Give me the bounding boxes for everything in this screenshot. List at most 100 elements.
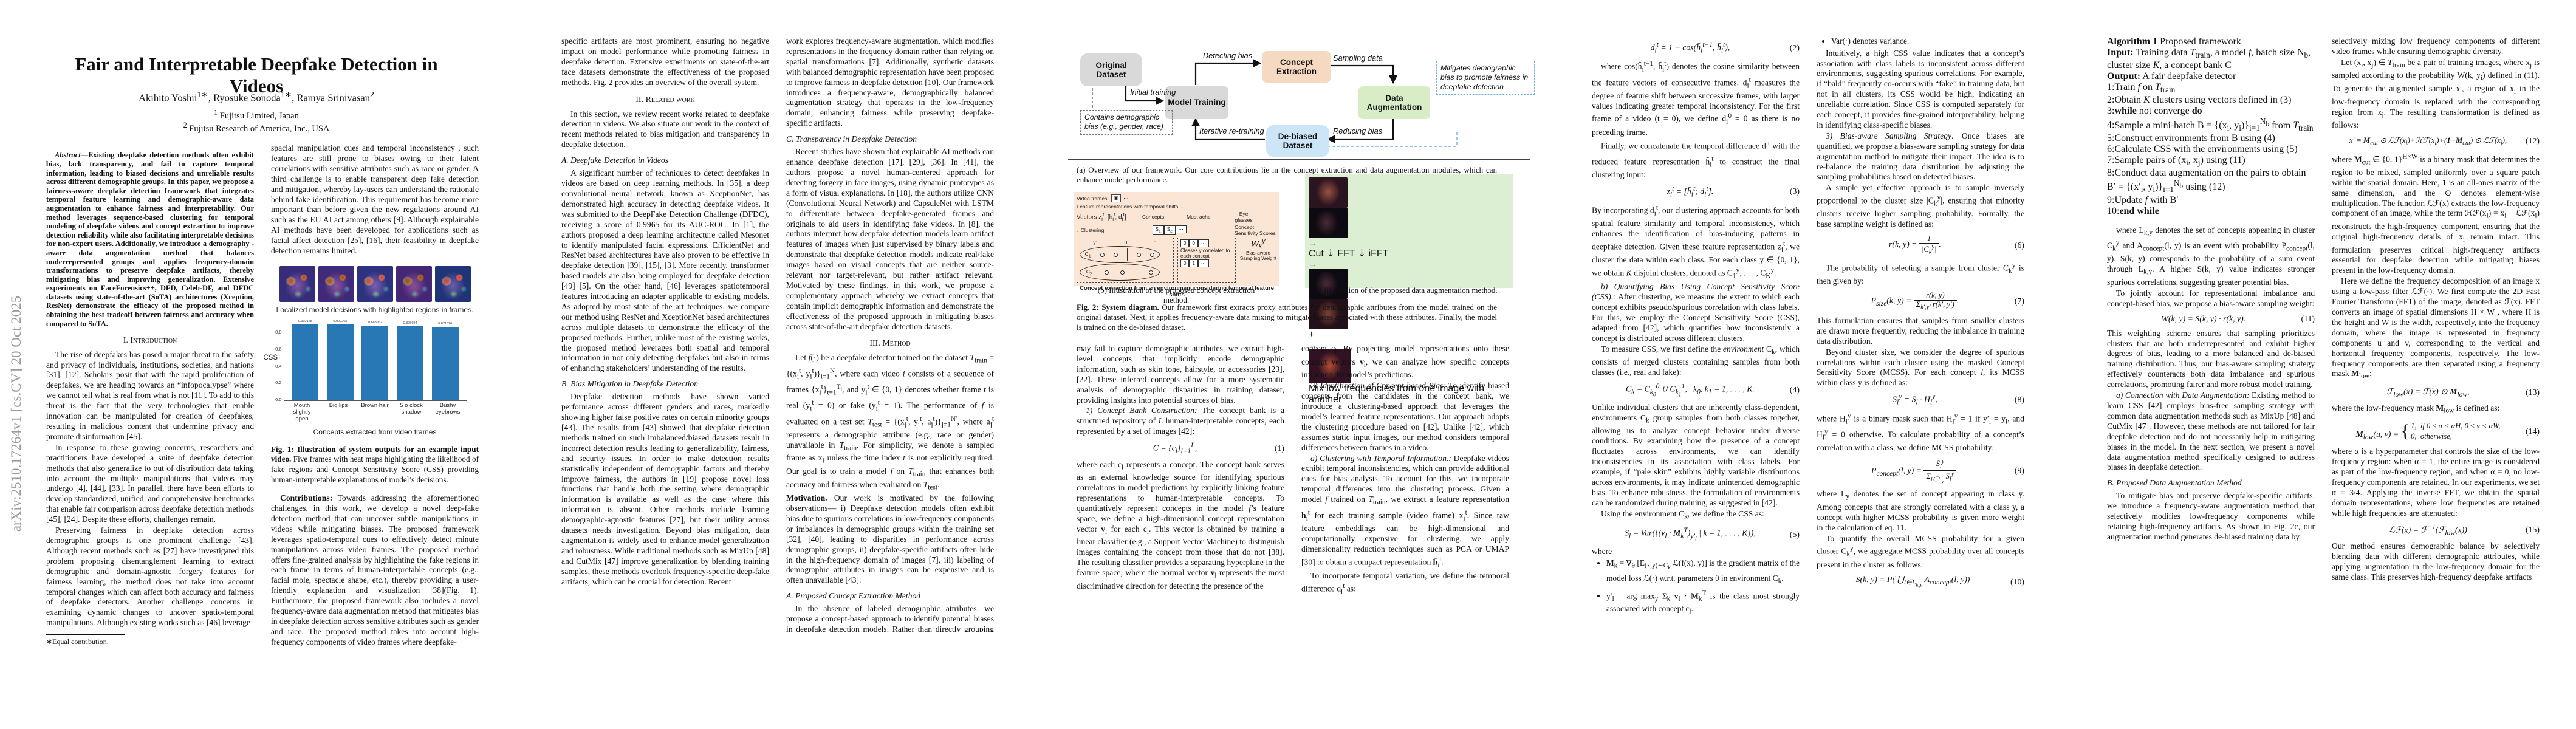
- definition-list: Var(·) denotes variance.: [1823, 36, 2024, 47]
- equation-number: (7): [2014, 296, 2024, 306]
- note-mitigates-bias: Mitigates demographic bias to promote fa…: [1436, 61, 1535, 95]
- figure2b-inner-caption: Concept extraction from an environment c…: [1080, 285, 1274, 298]
- page5-column-2: selectively mixing low frequency compone…: [2332, 36, 2540, 635]
- bullet-item: Var(·) denotes variance.: [1831, 36, 2024, 47]
- equation-formula: C = {cl}l=1L,: [1153, 442, 1197, 455]
- step-text: Update f with B′: [2114, 194, 2179, 205]
- equation-number: (13): [2526, 388, 2540, 397]
- figure2a-flow-diagram: Original Dataset Model Training Concept …: [1068, 34, 1535, 157]
- class-cell: 0: [1180, 239, 1190, 247]
- paragraph: By incorporating dit, our clustering app…: [1592, 204, 1800, 280]
- numerator: Sly: [1936, 457, 1945, 470]
- step-number: 7:: [2107, 154, 2115, 165]
- paragraph: This weighting scheme ensures that sampl…: [2107, 328, 2315, 389]
- right-arrow-icon: →: [1309, 238, 1317, 247]
- algorithm-step: 10:end while: [2107, 206, 2315, 217]
- algorithm-input: Input: Training data Ttrain, a model f, …: [2107, 47, 2311, 71]
- bar-cell: 0.883962: [361, 320, 389, 400]
- equation-1: C = {cl}l=1L,(1): [1077, 442, 1284, 454]
- down-arrow-icon: ⇣: [1357, 248, 1366, 259]
- arrow-label-detecting-bias: Detecting bias: [1203, 51, 1253, 60]
- page-3: Original Dataset Model Training Concept …: [1030, 0, 1546, 729]
- paragraph: 2) Identification of Concept-based Bias:…: [1301, 381, 1509, 452]
- algorithm-step: 4:Sample a mini-batch B = {(xi, yi)}i=1N…: [2107, 117, 2315, 133]
- affiliation-1: 1 Fujitsu Limited, Japan: [214, 108, 299, 121]
- equation-lhs: Mlow(u, v) =: [2355, 430, 2399, 442]
- page-5: Algorithm 1 Proposed framework Input: Tr…: [2061, 0, 2576, 729]
- x-tick-label: 5 o clock shadow: [400, 402, 423, 416]
- figure2a-caption: (a) Overview of our framework. Our core …: [1077, 165, 1497, 185]
- equation-number: (6): [2014, 240, 2024, 250]
- step-number: 4:: [2107, 120, 2115, 131]
- figure2c-panel: → Cut ⇣ FFT ⇣ iFFT → + → Mix low frequen…: [1305, 174, 1513, 405]
- weight-symbol: Wky: [1251, 238, 1266, 250]
- paragraph: where: [1592, 546, 1612, 556]
- step-number: 1:: [2107, 82, 2115, 93]
- video-frame-image: [1309, 177, 1348, 208]
- fft-frame-image: [1309, 299, 1348, 329]
- fraction: 1|Cky|: [1919, 234, 1939, 256]
- page1-column-2: spacial manipulation cues and temporal i…: [264, 143, 479, 648]
- x-tick-label: Big lips: [329, 402, 348, 409]
- paragraph: Intuitively, a high CSS value indicates …: [1817, 48, 2024, 129]
- fraction: r(k, y)Σk′,y′ r(k′, y′): [1913, 291, 1957, 311]
- equation-10: S(k, y) = P( ⋃l∈Lk,y Aconcept(l, y))(10): [1817, 575, 2024, 588]
- paragraph: Using the environment Ck, we define the …: [1601, 508, 1764, 521]
- figure2c-inner-caption: Mix low frequencies from one image with …: [1309, 383, 1485, 405]
- equation-formula: Sl = Var({(vl · MkT)y′l | k = 1, . . . ,…: [1625, 527, 1756, 542]
- page-4: dit = 1 − cos(h̄it−1, h̄it),(2) where co…: [1546, 0, 2061, 729]
- class-cell: ⋯: [1197, 259, 1209, 267]
- equation-4: Ck = Ck00 ∪ Ck11, k0, k1 = 1, . . . , K.…: [1592, 383, 1800, 398]
- y-tick: 0.2: [275, 380, 282, 386]
- step-number: 6:: [2107, 143, 2115, 154]
- subsection-heading: B. Proposed Data Augmentation Method: [2107, 478, 2242, 488]
- page4-column-1: dit = 1 − cos(h̄it−1, h̄it),(2) where co…: [1592, 36, 1800, 635]
- sample-dot: [1149, 270, 1154, 275]
- equation-8: Sly = Sl · Hly,(8): [1817, 393, 2024, 406]
- page2-column-2: work explores frequency-aware augmentati…: [786, 36, 994, 632]
- paragraph: The probability of selecting a sample fr…: [1817, 262, 2024, 286]
- css-scores-label: Concept Sensitivity Scores: [1234, 224, 1276, 236]
- equation-formula: W(k, y) = S(k, y) · r(k, y).: [2161, 313, 2246, 323]
- algorithm-step: 5:Construct environments from B using (4…: [2107, 133, 2315, 144]
- css-bar: 0.900265: [326, 320, 354, 400]
- page3-column-1: may fail to capture demographic attribut…: [1077, 344, 1284, 629]
- paragraph: Beyond cluster size, we consider the deg…: [1817, 347, 2024, 388]
- x-tick-label: Mouth slightly open: [293, 402, 311, 422]
- equation-number: (14): [2526, 426, 2540, 436]
- page5-column-1: Algorithm 1 Proposed framework Input: Tr…: [2107, 36, 2315, 635]
- classes-label: Classes y correlated to each concept: [1180, 248, 1230, 259]
- arxiv-stamp: arXiv:2510.17264v1 [cs.CV] 20 Oct 2025: [9, 295, 24, 532]
- algorithm-step: 6:Calculate CSS with the environments us…: [2107, 144, 2315, 155]
- page3-column-2: concept cl. By projecting model represen…: [1301, 344, 1509, 629]
- step-number: 10:: [2107, 205, 2120, 216]
- right-arrow-icon: →: [1309, 340, 1317, 349]
- class-cell: ⋯: [1197, 239, 1209, 247]
- paragraph: b) Quantifying Bias Using Concept Sensit…: [1592, 282, 1800, 343]
- right-arrow-icon: →: [1309, 259, 1317, 269]
- video-frames-label: Video frames:: [1077, 195, 1109, 202]
- equation-13: ℱlow(x) = ℱ(x) ⊙ Mlow,(13): [2332, 387, 2540, 399]
- bar-value-label: 0.875694: [403, 321, 417, 326]
- equation-number: (9): [2014, 466, 2024, 476]
- section-heading-method: III. Method: [869, 339, 911, 349]
- flow-arrows: [1092, 58, 1458, 147]
- cluster-label: C2: [1086, 268, 1092, 276]
- equation-formula: r(k, y) = 1|Cky|.: [1817, 234, 2013, 256]
- paragraph: To incorporate temporal variation, we de…: [1301, 570, 1509, 595]
- equation-7: Psize(k, y) = r(k, y)Σk′,y′ r(k′, y′).(7…: [1817, 291, 2024, 311]
- page-1: arXiv:2510.17264v1 [cs.CV] 20 Oct 2025 F…: [0, 0, 515, 729]
- mixed-frame-image: [1309, 349, 1351, 383]
- figure2-divider: [1068, 159, 1530, 160]
- paragraph: 1) Concept Bank Construction: The concep…: [1077, 406, 1284, 436]
- x-tick-label: Bushy eyebrows: [435, 402, 461, 416]
- paragraph: may fail to capture demographic attribut…: [1077, 344, 1284, 405]
- paragraph: concept cl. By projecting model represen…: [1301, 344, 1509, 380]
- equation-12: x′ = Mcut ⊙ ℒℱ(xi)+ℋℱ(xi)+(1−Mcut) ⊙ ℒℱ(…: [2332, 135, 2540, 147]
- x-axis-labels: Mouth slightly open Big lips Brown hair …: [280, 402, 470, 423]
- paragraph: where α is a hyperparameter that control…: [2332, 447, 2540, 518]
- flow-box-debiased-dataset: De-biased Dataset: [1266, 125, 1329, 157]
- fft-pipeline: Cut ⇣ FFT ⇣ iFFT: [1309, 247, 1509, 259]
- y-label: y:: [1093, 239, 1097, 245]
